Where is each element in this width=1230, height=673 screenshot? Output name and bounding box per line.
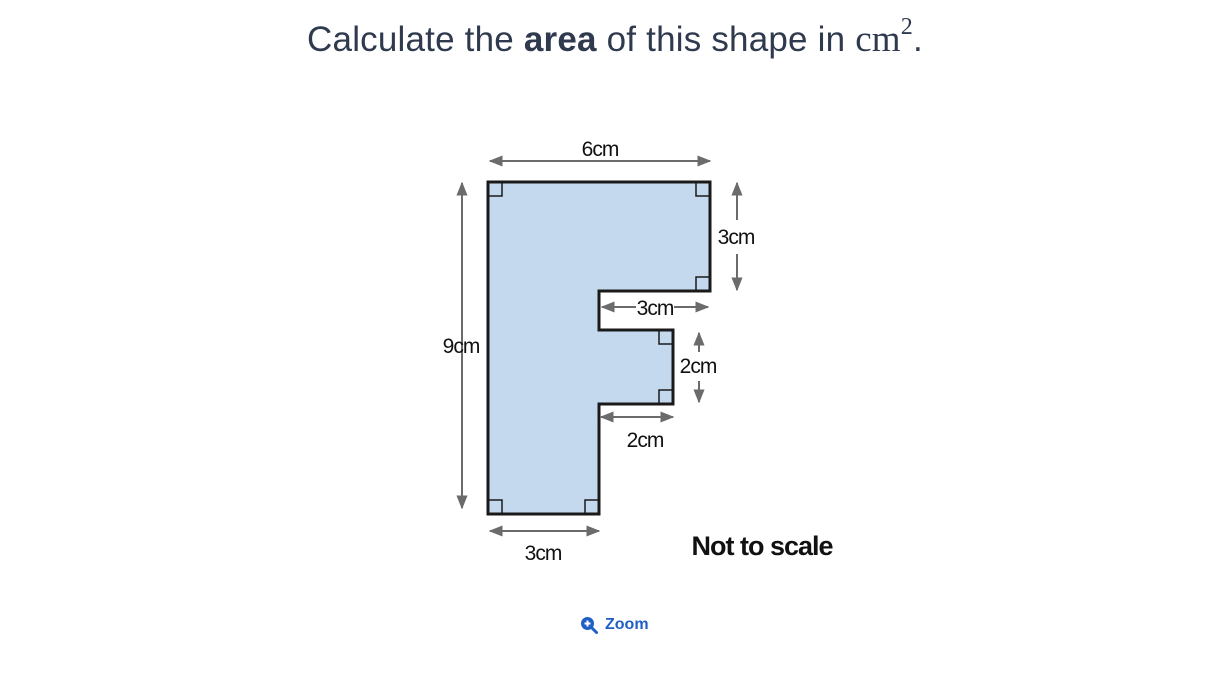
not-to-scale-note: Not to scale xyxy=(691,531,833,561)
right-angle-markers xyxy=(488,182,710,514)
zoom-label: Zoom xyxy=(605,616,649,633)
label-left-height: 9cm xyxy=(443,335,480,358)
label-top-width: 6cm xyxy=(582,138,619,161)
f-shape xyxy=(486,180,712,516)
question-text: Calculate the area of this shape in cm2. xyxy=(0,14,1230,61)
label-step-width: 2cm xyxy=(627,429,664,452)
label-bottom-width: 3cm xyxy=(525,542,562,565)
label-notch-width: 3cm xyxy=(637,297,674,320)
question-middle: of this shape in xyxy=(596,20,856,59)
question-emphasis: area xyxy=(523,20,597,59)
zoom-in-icon xyxy=(580,616,598,634)
question-unit: cm xyxy=(855,19,901,60)
question-prefix: Calculate the xyxy=(307,20,524,59)
label-right-upper-height: 3cm xyxy=(718,226,755,249)
dimension-arrows xyxy=(456,155,743,537)
question-suffix: . xyxy=(913,20,923,59)
question-unit-exponent: 2 xyxy=(900,14,913,41)
zoom-button[interactable]: Zoom xyxy=(580,613,649,637)
label-notch-height: 2cm xyxy=(680,355,717,378)
